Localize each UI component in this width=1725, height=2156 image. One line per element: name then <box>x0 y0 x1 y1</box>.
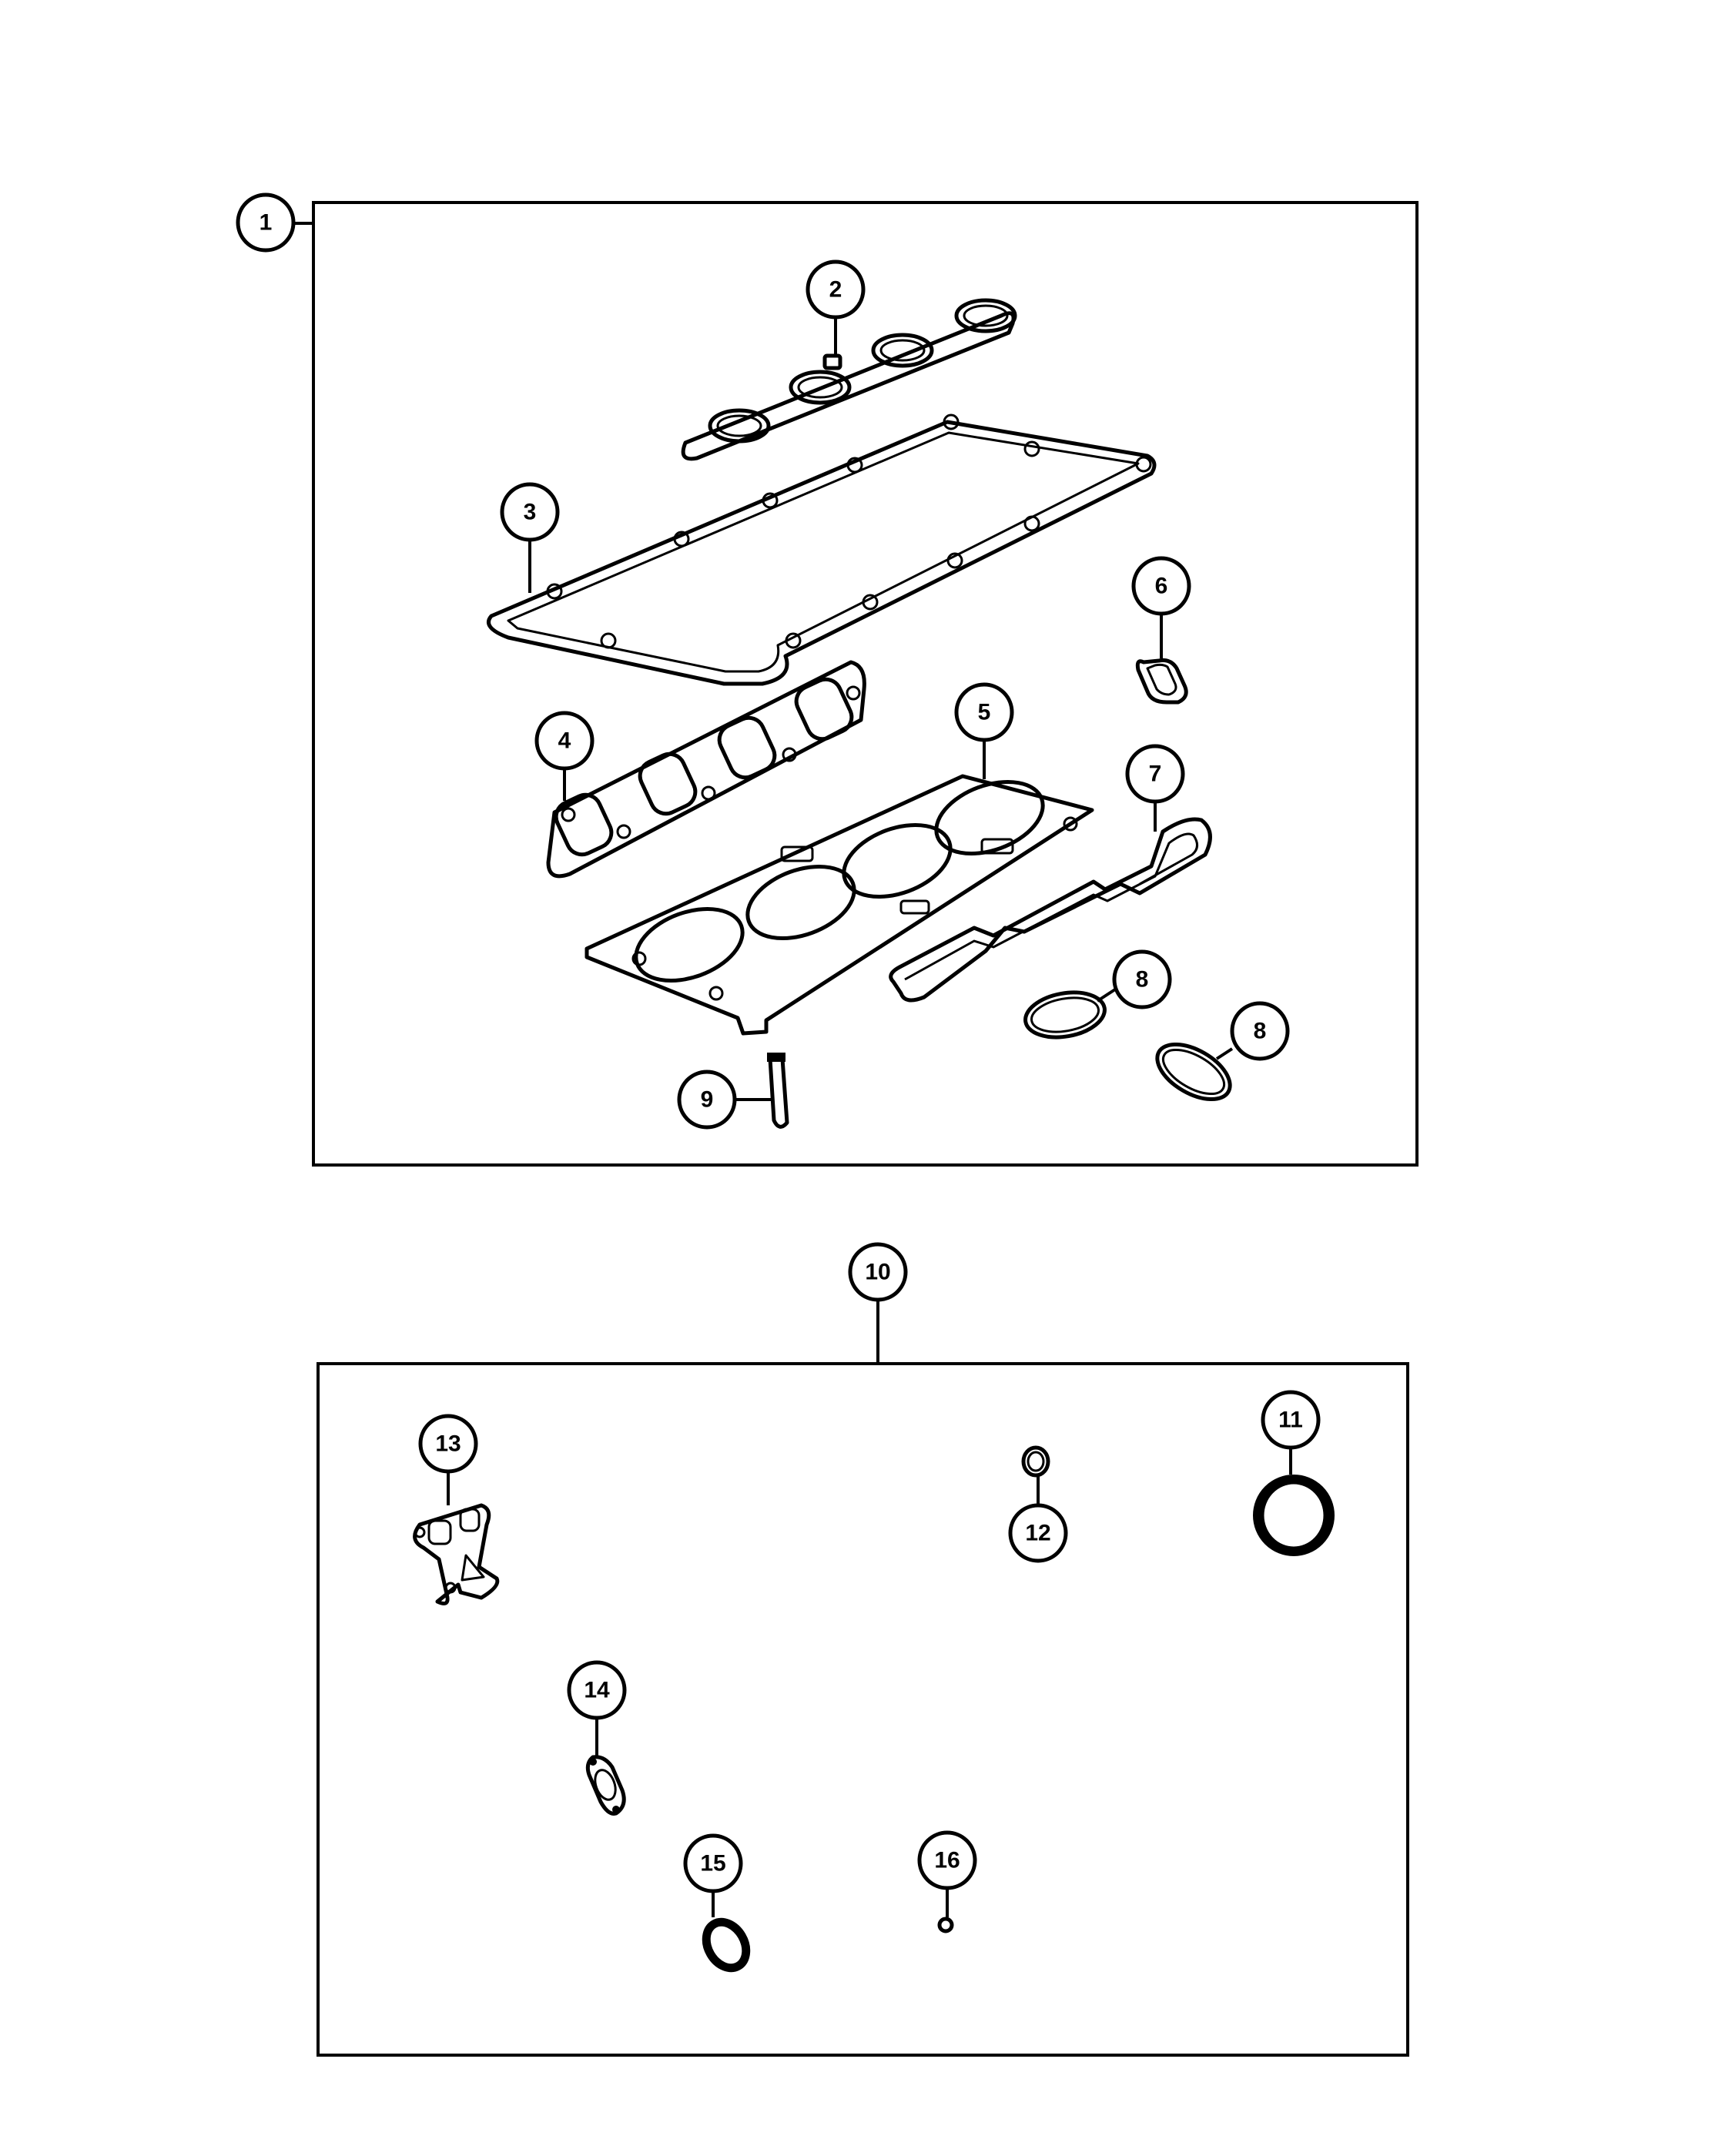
part-2-tube-seals[interactable] <box>681 298 1017 461</box>
callout-10[interactable]: 10 <box>848 1242 908 1302</box>
callout-13[interactable]: 13 <box>418 1414 478 1474</box>
callout-8b-label: 8 <box>1254 1019 1267 1044</box>
callout-6[interactable]: 6 <box>1131 556 1191 616</box>
callout-8a-label: 8 <box>1136 967 1149 993</box>
callout-5-label: 5 <box>978 700 991 725</box>
callout-11-label: 11 <box>1278 1408 1303 1433</box>
callout-9[interactable]: 9 <box>677 1070 737 1130</box>
callout-9-label: 9 <box>701 1087 714 1113</box>
callout-2-label: 2 <box>829 277 842 303</box>
callout-1-label: 1 <box>260 210 273 236</box>
callout-14[interactable]: 14 <box>567 1660 627 1720</box>
part-8b-o-ring[interactable] <box>1148 1033 1239 1110</box>
callout-3-label: 3 <box>524 500 537 525</box>
callout-7-label: 7 <box>1149 762 1162 787</box>
part-5-head-gasket[interactable] <box>584 768 1094 1036</box>
callout-14-label: 14 <box>584 1678 610 1703</box>
callout-8a[interactable]: 8 <box>1112 949 1172 1009</box>
callout-4-label: 4 <box>558 728 571 754</box>
part-14-gasket[interactable] <box>585 1755 626 1816</box>
part-13-gasket[interactable] <box>413 1503 500 1605</box>
part-15-seal[interactable] <box>694 1910 759 1980</box>
callout-11[interactable]: 11 <box>1261 1390 1321 1450</box>
callout-8b[interactable]: 8 <box>1230 1001 1290 1061</box>
upper-kit-frame <box>312 201 1419 1167</box>
callout-2[interactable]: 2 <box>806 259 866 320</box>
part-12-small-o-ring[interactable] <box>1021 1445 1050 1478</box>
callout-16[interactable]: 16 <box>917 1830 977 1890</box>
callout-12-label: 12 <box>1025 1521 1050 1546</box>
callout-15-label: 15 <box>700 1851 725 1876</box>
callout-10-label: 10 <box>865 1260 890 1285</box>
part-9-dowel[interactable] <box>767 1053 789 1129</box>
callout-15[interactable]: 15 <box>683 1833 743 1893</box>
part-8a-o-ring[interactable] <box>1022 986 1108 1043</box>
part-11-large-seal[interactable] <box>1253 1475 1335 1556</box>
callout-16-label: 16 <box>934 1848 960 1873</box>
part-4-exhaust-manifold-gasket[interactable] <box>546 660 866 879</box>
callout-3[interactable]: 3 <box>500 482 560 542</box>
callout-7[interactable]: 7 <box>1125 744 1185 804</box>
part-6-seal[interactable] <box>1135 658 1188 705</box>
callout-13-label: 13 <box>435 1431 461 1457</box>
callout-4[interactable]: 4 <box>534 711 595 771</box>
lower-kit-frame <box>317 1362 1409 2057</box>
callout-12[interactable]: 12 <box>1008 1503 1068 1563</box>
part-7-intake-manifold-gasket[interactable] <box>889 817 1212 1003</box>
part-16-plug[interactable] <box>937 1917 954 1933</box>
callout-6-label: 6 <box>1155 574 1168 599</box>
part-3-valve-cover-gasket[interactable] <box>487 413 1157 686</box>
callout-5[interactable]: 5 <box>954 682 1014 742</box>
callout-1[interactable]: 1 <box>236 192 296 253</box>
